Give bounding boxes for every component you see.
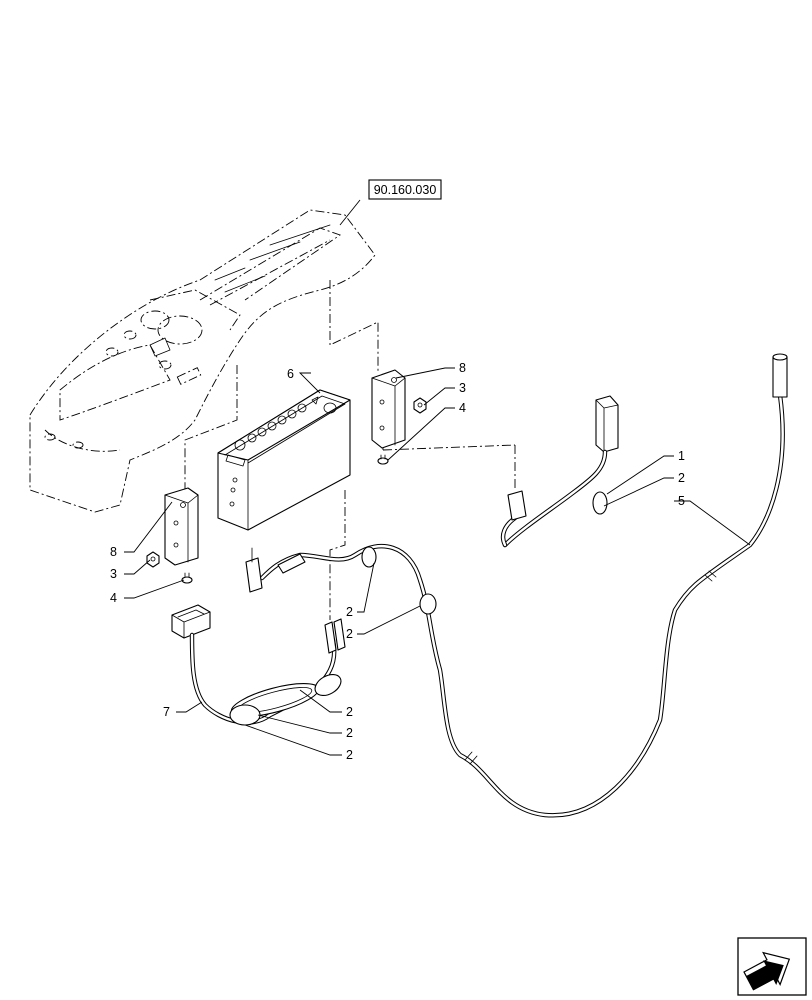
callouts: 6 8 3 4 1 2 5 8 3 4 2 2 7 2 2 2: [110, 361, 685, 762]
alignment-lines: [184, 280, 516, 620]
bracket-left: [164, 487, 199, 566]
nut-left: [146, 551, 160, 568]
reference-label: 90.160.030: [368, 179, 442, 200]
callout-1: 1: [678, 449, 685, 463]
callout-7: 7: [163, 705, 170, 719]
screw-right: [377, 454, 389, 465]
callout-2-e: 2: [346, 748, 353, 762]
callout-3-right: 3: [459, 381, 466, 395]
callout-6: 6: [287, 367, 294, 381]
callout-2-a: 2: [346, 605, 353, 619]
reference-label-text: 90.160.030: [374, 183, 437, 197]
bracket-right: [371, 369, 406, 449]
callout-2-b: 2: [346, 627, 353, 641]
callout-2-d: 2: [346, 726, 353, 740]
callout-8-left: 8: [110, 545, 117, 559]
callout-8-right: 8: [459, 361, 466, 375]
callout-2-mic: 2: [678, 471, 685, 485]
radio-unit: [217, 389, 351, 531]
nut-right: [413, 397, 427, 414]
microphone-module: [500, 395, 619, 548]
callout-2-c: 2: [346, 705, 353, 719]
arrow-icon[interactable]: [737, 937, 807, 997]
usb-harness: [171, 604, 346, 726]
leader-lines: [124, 199, 751, 756]
callout-4-left: 4: [110, 591, 117, 605]
callout-5: 5: [678, 494, 685, 508]
callout-4-right: 4: [459, 401, 466, 415]
antenna-cable: [245, 353, 788, 818]
screw-left: [181, 572, 193, 584]
instrument-panel: [29, 209, 376, 513]
callout-3-left: 3: [110, 567, 117, 581]
